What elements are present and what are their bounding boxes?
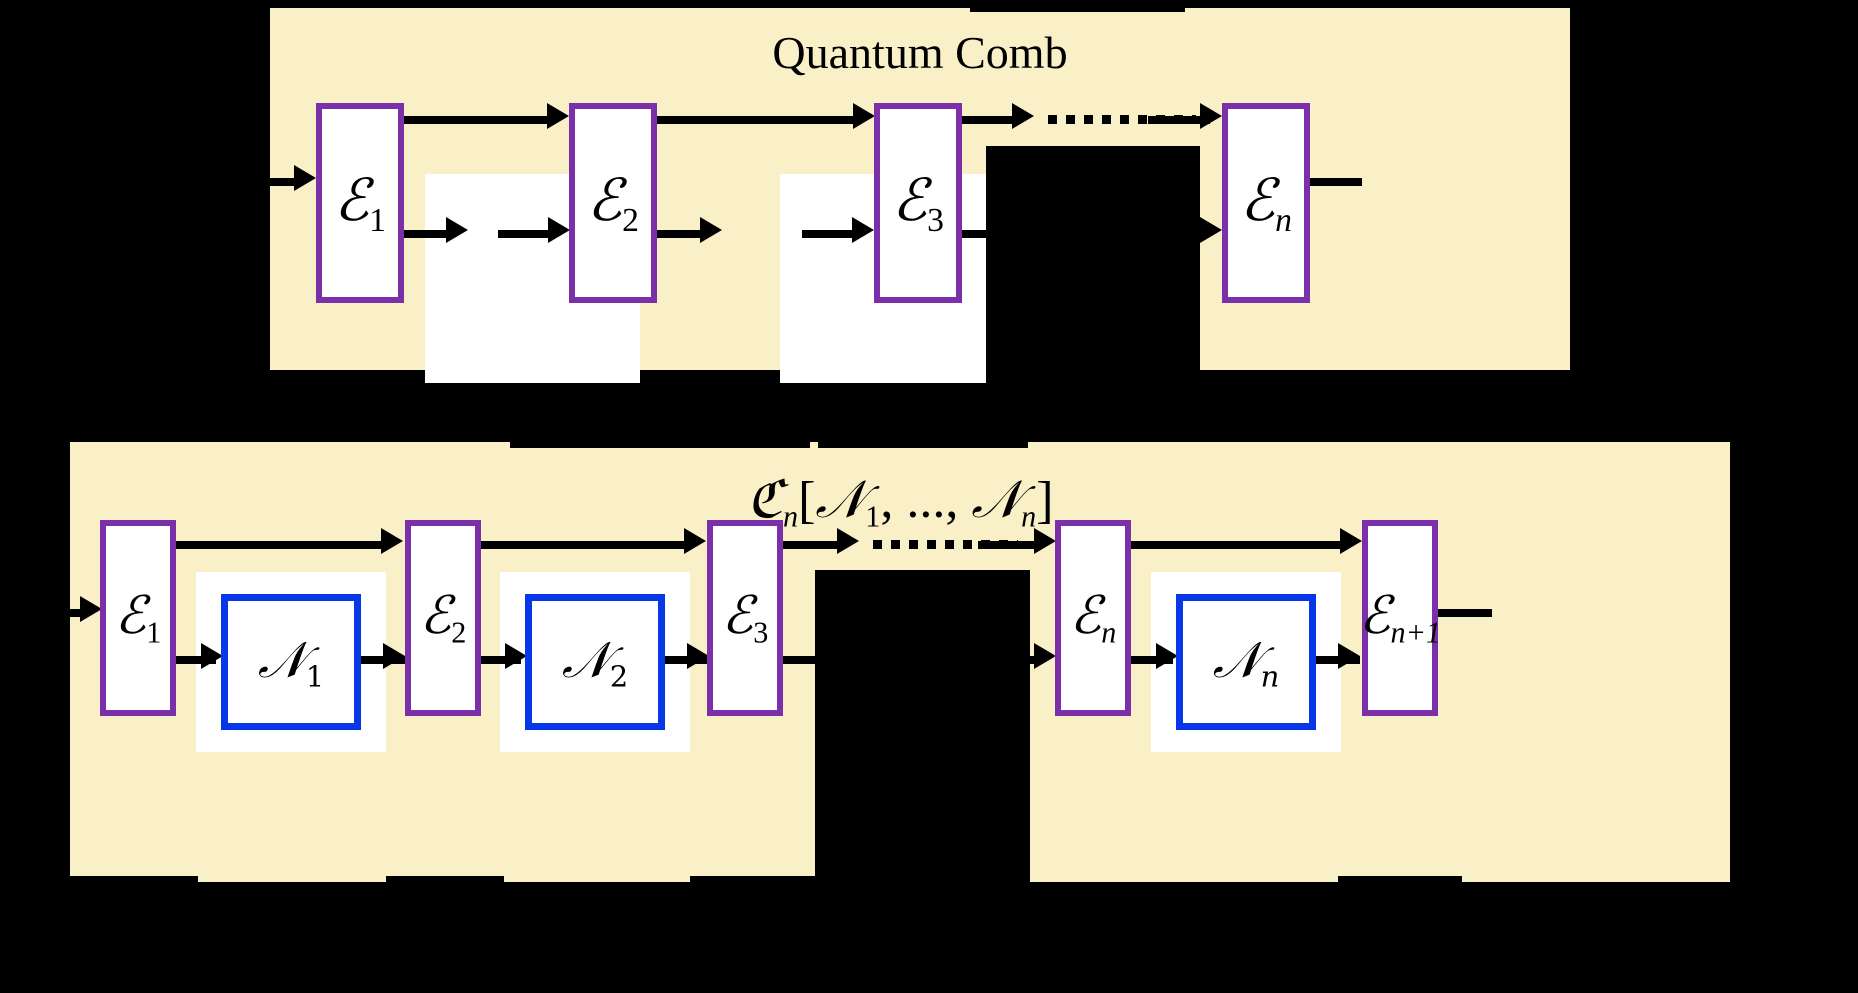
ellipsis-top-rail-bottom: [873, 540, 1018, 549]
operation-box-E1-label: ℰ1: [334, 168, 386, 239]
occluder-top-header-left: [970, 0, 1185, 12]
arrowhead-top-E3-dots-bottom: [837, 528, 859, 554]
wire-bottom-N2-E3: [662, 656, 709, 664]
wire-bottom-Nn-En1: [1313, 656, 1360, 664]
title-comb-sub: n: [783, 499, 799, 534]
operation-box-E3-bottom: ℰ3: [707, 520, 783, 716]
wire-bottom-gap-En: [982, 656, 1040, 664]
arrowhead-bottom-N1-E2: [383, 643, 405, 669]
operation-box-En1-label: ℰn+1: [1359, 587, 1441, 650]
channel-box-Nn-label: 𝒩n: [1212, 630, 1280, 694]
operation-box-E1-bottom: ℰ1: [100, 520, 176, 716]
wire-top-En-En1: [1127, 541, 1343, 549]
channel-box-N1-label: 𝒩1: [257, 630, 325, 694]
wire-top-E1-E2-bottom: [172, 541, 385, 549]
operation-box-E2-bottom: ℰ2: [405, 520, 481, 716]
arrowhead-top-En-En1: [1340, 528, 1362, 554]
title-close-bracket: ]: [1036, 472, 1054, 529]
wire-bottom-E1-out: [398, 230, 454, 238]
operation-box-En-label: ℰn: [1240, 168, 1292, 239]
arrowhead-bottom-in-En: [1200, 217, 1222, 243]
operation-box-E1-bottom-label: ℰ1: [114, 587, 162, 650]
channel-box-Nn: 𝒩n: [1176, 594, 1316, 730]
arrowhead-bottom-E1-out: [446, 217, 468, 243]
wire-top-E3-dots-bottom: [779, 541, 843, 549]
operation-box-En1: ℰn+1: [1359, 520, 1441, 716]
operation-box-E2-bottom-label: ℰ2: [419, 587, 467, 650]
arrowhead-bottom-gap-En: [1034, 643, 1056, 669]
arrowhead-bottom-in-E2: [548, 217, 570, 243]
title-channel-n-sub: n: [1021, 499, 1037, 534]
operation-box-E2: ℰ2: [569, 103, 657, 303]
operation-box-En-bottom-label: ℰn: [1069, 587, 1117, 650]
wire-bottom-E3-gap: [779, 656, 829, 664]
arrowhead-bottom-in-E3: [852, 217, 874, 243]
title-channel-n: 𝒩: [971, 470, 1022, 530]
occluder-bottom-footer-strip-b: [386, 876, 504, 886]
panel-comb-with-channels: ℭn[𝒩1, ..., 𝒩n] ℰ1 𝒩1 ℰ2 𝒩2 ℰ3 ℰn 𝒩n ℰn+…: [28, 442, 1730, 882]
wire-output-bottom: [1434, 609, 1492, 617]
arrowhead-top-E2-E3-bottom: [684, 528, 706, 554]
title-open-bracket: [: [798, 472, 816, 529]
operation-box-E3: ℰ3: [874, 103, 962, 303]
wire-input: [228, 178, 296, 186]
panel-title-quantum-comb: Quantum Comb: [772, 27, 1068, 78]
arrowhead-bottom-E2-out: [700, 217, 722, 243]
wire-top-E3-dots: [956, 116, 1018, 124]
title-comma-2: ,: [945, 472, 959, 529]
arrowhead-top-E1-E2: [547, 103, 569, 129]
title-channel-1: 𝒩: [815, 470, 866, 530]
channel-box-N1: 𝒩1: [221, 594, 361, 730]
arrowhead-top-E2-E3: [853, 103, 875, 129]
wire-bottom-E2-out: [651, 230, 707, 238]
channel-box-N2: 𝒩2: [525, 594, 665, 730]
wire-input-bottom: [28, 609, 86, 617]
arrowhead-input: [294, 165, 316, 191]
operation-box-E2-label: ℰ2: [587, 168, 639, 239]
wire-bottom-E3-out: [956, 230, 1014, 238]
wire-top-E2-E3-bottom: [477, 541, 689, 549]
wire-top-E2-E3: [651, 116, 859, 124]
operation-box-E3-bottom-label: ℰ3: [721, 587, 769, 650]
wire-bottom-E1-N1: [172, 656, 216, 664]
arrowhead-bottom-Nn-En1: [1338, 643, 1360, 669]
wire-bottom-En-Nn: [1127, 656, 1173, 664]
title-channel-1-sub: 1: [865, 499, 881, 534]
occluder-bottom-header-strip-b: [818, 434, 1028, 448]
occluder-bottom-panel-gap: [815, 570, 1030, 882]
arrowhead-top-dots-En: [1200, 103, 1222, 129]
arrowhead-top-E1-E2-bottom: [381, 528, 403, 554]
wire-top-En-out: [1304, 178, 1362, 186]
occluder-bottom-footer-strip-a: [70, 876, 198, 886]
ellipsis-top-rail: [1048, 115, 1196, 124]
wire-bottom-N1-E2: [358, 656, 405, 664]
arrowhead-input-bottom: [80, 596, 102, 622]
wire-bottom-in-E3: [802, 230, 858, 238]
occluder-top-panel-gap: [986, 146, 1200, 386]
panel-quantum-comb: Quantum Comb ℰ1 ℰ2 ℰ3 ℰn: [228, 8, 1570, 386]
operation-box-E3-label: ℰ3: [892, 168, 944, 239]
arrowhead-bottom-E2-N2: [505, 643, 527, 669]
occluder-bottom-footer-strip-d: [1338, 876, 1462, 886]
arrowhead-bottom-N2-E3: [687, 643, 709, 669]
arrowhead-top-dots-En-bottom: [1034, 528, 1056, 554]
operation-box-E1: ℰ1: [316, 103, 404, 303]
operation-box-En-bottom: ℰn: [1055, 520, 1131, 716]
occluder-bottom-footer-strip-c: [690, 876, 1028, 886]
wire-top-dots-En-bottom: [978, 541, 1042, 549]
title-dots: ...: [906, 472, 946, 529]
wire-bottom-E2-N2: [477, 656, 521, 664]
wire-bottom-in-E2: [498, 230, 554, 238]
operation-box-En: ℰn: [1222, 103, 1310, 303]
occluder-bottom-header-strip-a: [510, 434, 810, 448]
channel-box-N2-label: 𝒩2: [561, 630, 629, 694]
wire-bottom-in-En: [1150, 230, 1206, 238]
arrowhead-bottom-E1-N1: [201, 643, 223, 669]
arrowhead-top-E3-dots: [1012, 103, 1034, 129]
wire-top-dots-En: [1148, 116, 1210, 124]
title-comma-1: ,: [880, 472, 894, 529]
panel-title-comb-with-channels: ℭn[𝒩1, ..., 𝒩n]: [70, 470, 1730, 535]
wire-top-E1-E2: [398, 116, 553, 124]
arrowhead-bottom-En-Nn: [1156, 643, 1178, 669]
